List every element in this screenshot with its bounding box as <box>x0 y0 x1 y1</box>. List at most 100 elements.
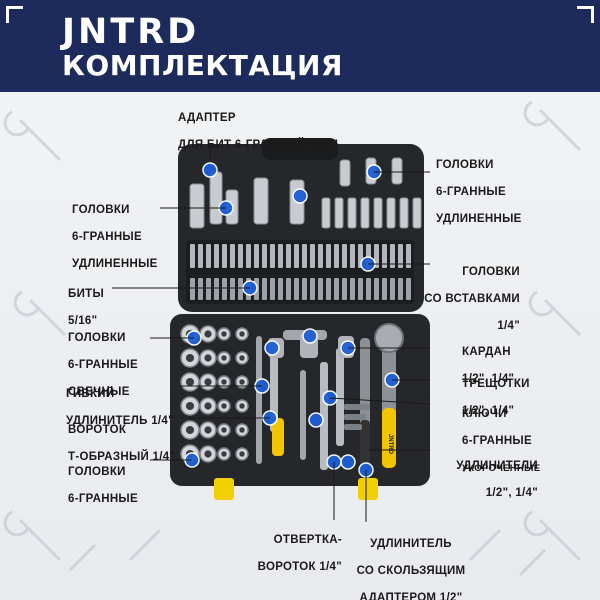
long-socket-small <box>321 197 331 229</box>
hex-socket-bore <box>239 355 245 361</box>
callout-dot <box>262 410 278 426</box>
hex-socket-bore <box>239 451 245 457</box>
callout-dot <box>254 378 270 394</box>
bit <box>294 278 299 300</box>
label-sockets-long-left: ГОЛОВКИ 6-ГРАННЫЕ УДЛИНЕННЫЕ <box>72 190 172 285</box>
long-socket <box>209 171 223 225</box>
label-line: 1/4" <box>497 319 520 332</box>
hex-socket-bore <box>185 401 195 411</box>
callout-dot <box>358 462 374 478</box>
label-bit-sockets: ГОЛОВКИ СО ВСТАВКАМИ 1/4" <box>420 252 520 347</box>
bit-socket <box>310 244 315 268</box>
bit-socket <box>190 244 195 268</box>
label-line: БИТЫ <box>68 287 105 300</box>
bit-socket <box>270 244 275 268</box>
bit <box>382 278 387 300</box>
brand-logo: JNTRD <box>62 12 200 52</box>
bit <box>238 278 243 300</box>
extensions <box>300 348 344 470</box>
hex-socket-bore <box>185 353 195 363</box>
screwdriver-handle <box>272 418 284 456</box>
long-socket <box>253 177 269 225</box>
label-keys: КЛЮЧИ 6-ГРАННЫЕ УКОРОЧЕННЫЕ <box>462 394 572 489</box>
bit-sockets-row <box>190 244 411 268</box>
bit-socket <box>342 244 347 268</box>
label-line: ГОЛОВКИ <box>68 465 126 478</box>
bit-socket <box>334 244 339 268</box>
long-socket-small <box>386 197 396 229</box>
long-socket-small <box>373 197 383 229</box>
label-bits: БИТЫ 5/16" <box>68 274 128 342</box>
label-line: УДЛИНИТЕЛЬ 1/4" <box>66 414 174 427</box>
label-adapter: АДАПТЕР ДЛЯ БИТ 6-ГРАННЫЙ 5/16" <box>178 98 348 166</box>
bit-socket <box>294 244 299 268</box>
bit <box>222 278 227 300</box>
label-line: АДАПТЕР <box>178 111 236 124</box>
callout-dot <box>302 328 318 344</box>
hex-socket-bore <box>204 402 212 410</box>
bit <box>398 278 403 300</box>
bit <box>366 278 371 300</box>
label-line: 6-ГРАННЫЕ <box>462 434 532 447</box>
keys <box>344 404 370 430</box>
label-flex-extension: ГИБКИЙ УДЛИНИТЕЛЬ 1/4" <box>66 374 186 442</box>
callout-dot <box>202 162 218 178</box>
callout-dot <box>186 330 202 346</box>
hex-socket-bore <box>204 450 212 458</box>
hex-socket-bore <box>221 403 227 409</box>
label-line: СО ВСТАВКАМИ <box>424 292 520 305</box>
bit-socket <box>246 244 251 268</box>
label-line: ВОРОТОК 1/4" <box>257 560 342 573</box>
label-line: ГОЛОВКИ <box>436 158 494 171</box>
label-slide-extension: УДЛИНИТЕЛЬ СО СКОЛЬЗЯЩИМ АДАПТЕРОМ 1/2" <box>356 524 466 600</box>
long-socket-small <box>347 197 357 229</box>
label-line: СВЕЧНЫЕ <box>68 385 130 398</box>
label-line: ГИБКИЙ <box>66 387 115 400</box>
hex-socket-bore <box>204 330 212 338</box>
hex-socket-bore <box>221 355 227 361</box>
bit-socket <box>406 244 411 268</box>
bit-socket <box>198 244 203 268</box>
bit-socket <box>206 244 211 268</box>
bit-socket <box>382 244 387 268</box>
label-line: ДЛЯ БИТ 6-ГРАННЫЙ 5/16" <box>178 138 339 151</box>
bit <box>390 278 395 300</box>
bit <box>358 278 363 300</box>
long-socket-small <box>412 197 422 229</box>
label-t-handle: ВОРОТОК Т-ОБРАЗНЫЙ 1/4" <box>68 410 188 478</box>
callout-dot <box>264 340 280 356</box>
label-screwdriver: ОТВЕРТКА- ВОРОТОК 1/4" <box>238 520 342 588</box>
callout-dot <box>384 372 400 388</box>
bit-socket <box>390 244 395 268</box>
label-line: 6-ГРАННЫЕ <box>68 492 138 505</box>
case-latch <box>214 478 234 500</box>
callout-dot <box>340 454 356 470</box>
hex-socket-bore <box>221 427 227 433</box>
label-line: 1/2", 1/4" <box>462 372 515 385</box>
label-line: УДЛИНЕННЫЕ <box>436 212 522 225</box>
label-line: Т-ОБРАЗНЫЙ 1/4" <box>68 450 176 463</box>
bit-socket <box>278 244 283 268</box>
label-line: УДЛИНЕННЫЕ <box>72 257 158 270</box>
callout-dot <box>366 164 382 180</box>
bit-socket <box>262 244 267 268</box>
callout-dots <box>184 162 400 478</box>
case-handle <box>262 138 338 160</box>
hex-socket-bore <box>221 379 227 385</box>
bit-socket <box>214 244 219 268</box>
label-line: ГОЛОВКИ <box>68 331 126 344</box>
label-cardan: КАРДАН 1/2", 1/4" <box>462 332 542 400</box>
label-line: КАРДАН <box>462 345 511 358</box>
bit <box>350 278 355 300</box>
hex-socket-bore <box>239 331 245 337</box>
callout-dot <box>322 390 338 406</box>
callout-dot <box>360 256 376 272</box>
long-socket-small <box>334 197 344 229</box>
page-title: КОМПЛЕКТАЦИЯ <box>62 49 343 82</box>
bit <box>190 278 195 300</box>
callout-dot <box>326 454 342 470</box>
label-line: ГОЛОВКИ <box>462 265 520 278</box>
bit <box>206 278 211 300</box>
label-line: ТРЕЩОТКИ <box>462 377 530 390</box>
